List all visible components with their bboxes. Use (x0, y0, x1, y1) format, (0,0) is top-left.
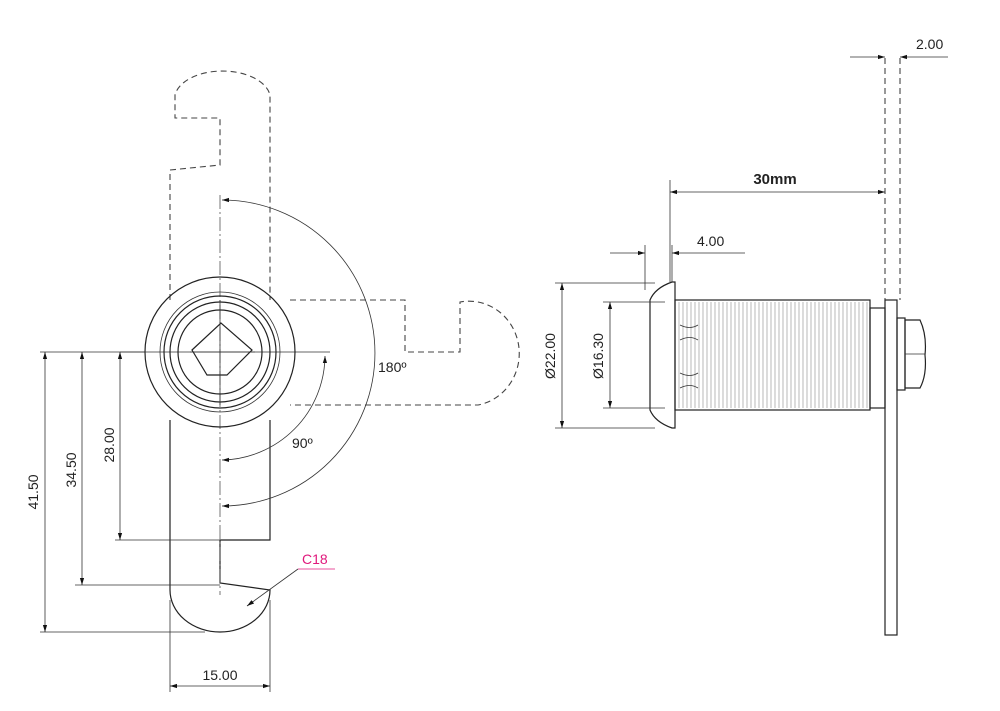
dim-2-00-label: 2.00 (916, 36, 943, 52)
dim-30mm-label: 30mm (753, 171, 796, 188)
angle-90-arc (221, 355, 328, 463)
cam-callout-c18: C18 (302, 551, 328, 567)
cam-plate-dashed (884, 58, 901, 300)
dim-15-00-label: 15.00 (202, 667, 237, 683)
dim-4-00-label: 4.00 (697, 233, 724, 249)
flange (649, 281, 676, 429)
dim-16-30-label: Ø16.30 (590, 333, 606, 379)
threaded-body (674, 299, 871, 411)
angle-90-label: 90º (292, 435, 313, 451)
side-view: Ø22.00 Ø16.30 4.00 30mm 2.00 (542, 36, 948, 636)
key-diamond (191, 322, 253, 376)
washer (869, 307, 886, 409)
dim-34-50-label: 34.50 (63, 452, 79, 487)
cam-dashed-top (169, 70, 271, 300)
angle-180-label: 180º (378, 359, 406, 375)
dim-28-00-label: 28.00 (101, 427, 117, 462)
cam-dashed-right (290, 299, 520, 406)
angle-180-arc (221, 197, 376, 509)
thread-lines (678, 302, 868, 408)
cam-plate (884, 299, 898, 636)
nut (904, 319, 927, 389)
dim-41-50-label: 41.50 (25, 474, 41, 509)
front-view: 180º 90º 41.50 34.50 28.00 15.00 C18 (25, 70, 520, 692)
cam-solid (169, 420, 271, 633)
dim-22-label: Ø22.00 (542, 333, 558, 379)
